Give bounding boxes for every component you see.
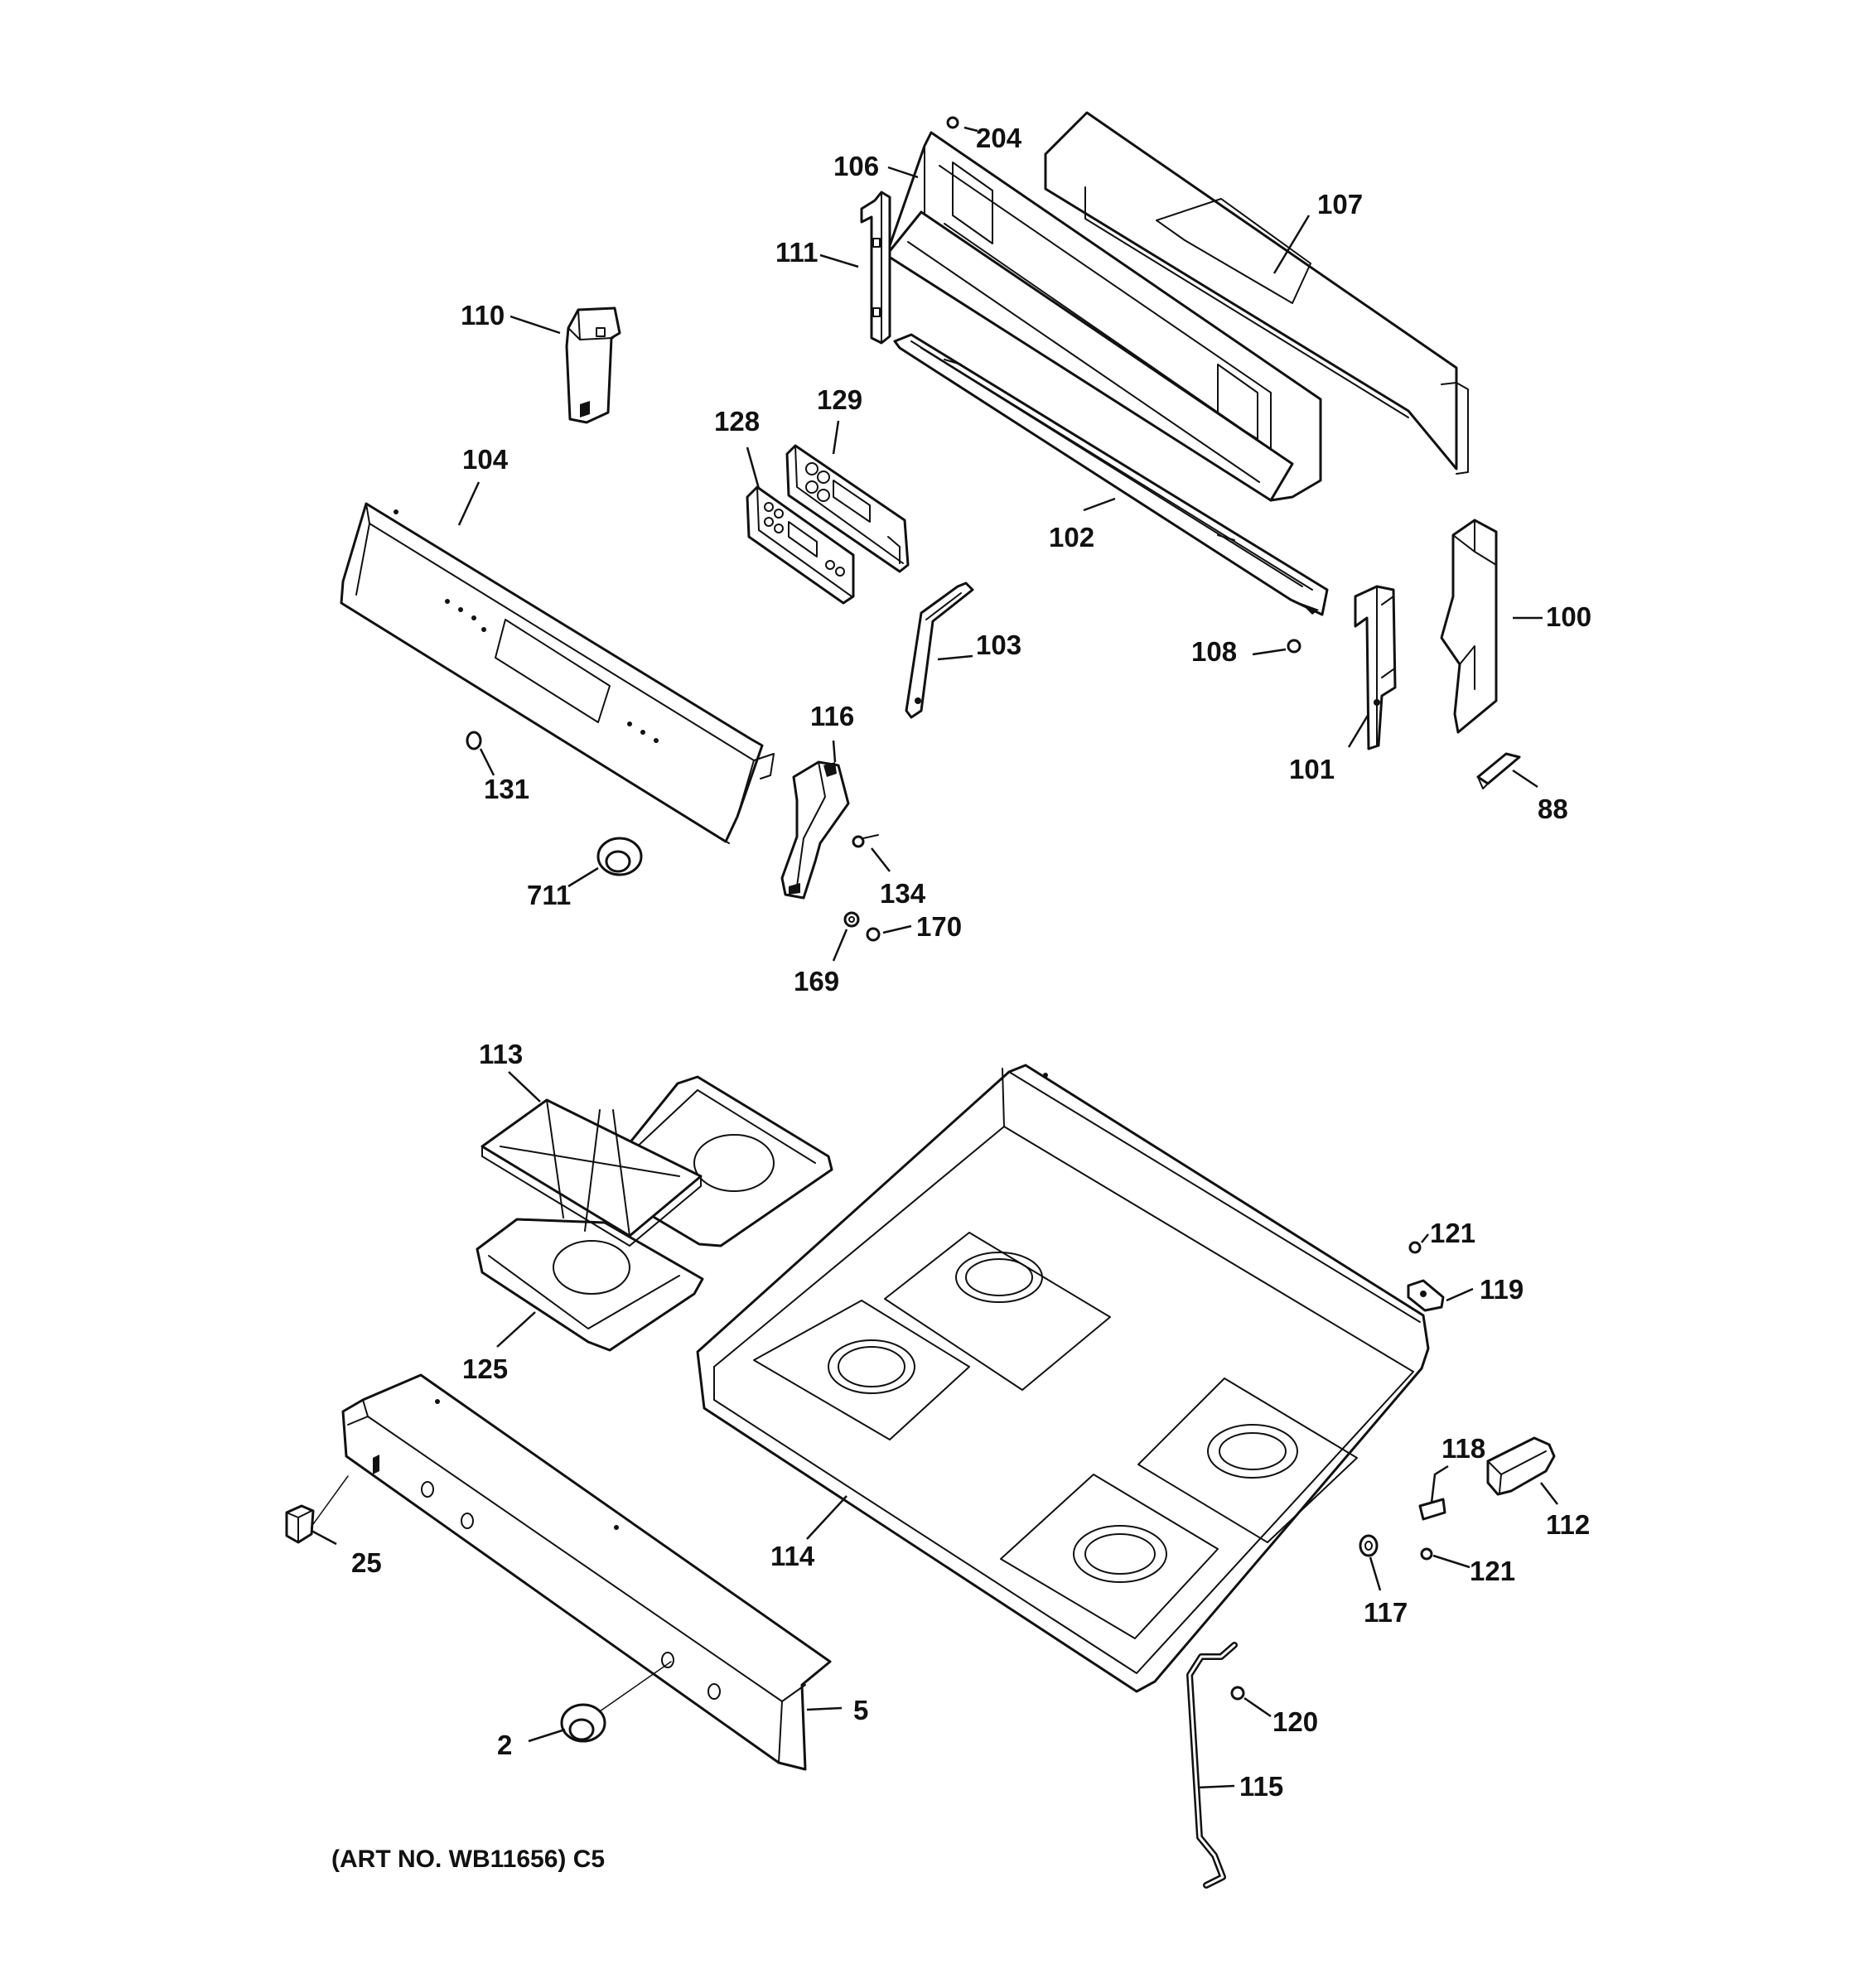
part-114-cooktop	[696, 1064, 1430, 1693]
label-116: 116	[810, 701, 854, 731]
label-128: 128	[714, 406, 760, 437]
label-102: 102	[1049, 522, 1094, 552]
part-115-support-rod	[1186, 1642, 1238, 1889]
label-88: 88	[1538, 794, 1568, 824]
part-5-manifold-panel	[341, 1373, 832, 1771]
part-104-control-panel	[340, 502, 775, 844]
part-102-channel	[893, 333, 1329, 616]
label-113: 113	[479, 1039, 523, 1069]
part-128-faceplate	[746, 485, 855, 605]
part-113-grate	[480, 1098, 703, 1247]
label-2: 2	[497, 1730, 512, 1760]
part-112-hinge	[1486, 1436, 1556, 1496]
part-120-screw	[1230, 1686, 1245, 1701]
part-110-module	[565, 306, 621, 424]
part-119-hinge	[1407, 1279, 1445, 1312]
art-number-caption: (ART NO. WB11656) C5	[331, 1846, 605, 1873]
label-104: 104	[462, 444, 509, 475]
label-108: 108	[1191, 636, 1237, 667]
label-112: 112	[1546, 1509, 1590, 1540]
part-711-knob	[596, 837, 643, 876]
part-labels: 204 106 107 111 110 128 129 104 102 103 …	[331, 123, 1591, 1873]
label-106: 106	[833, 151, 879, 181]
part-101-right-channel	[1354, 585, 1397, 750]
part-121-screw-upper	[1408, 1241, 1422, 1254]
label-119: 119	[1480, 1274, 1524, 1305]
part-100-right-bracket	[1440, 519, 1498, 734]
part-170-screw	[866, 927, 881, 942]
part-129-control-board	[785, 444, 910, 573]
label-101: 101	[1289, 754, 1335, 784]
part-204-screw	[946, 116, 959, 129]
label-120: 120	[1272, 1706, 1318, 1737]
part-131-cap	[466, 731, 482, 750]
part-169-nut	[843, 911, 860, 928]
label-118: 118	[1441, 1433, 1485, 1464]
part-134-screw	[852, 834, 879, 848]
part-111-left-bracket	[860, 191, 891, 345]
leader-lines	[311, 126, 1558, 1789]
label-111: 111	[775, 237, 818, 268]
part-88-spacer	[1476, 752, 1521, 789]
label-100: 100	[1546, 601, 1591, 632]
part-121-screw-lower	[1420, 1547, 1433, 1561]
label-121-upper: 121	[1430, 1218, 1475, 1248]
label-134: 134	[880, 878, 926, 909]
part-106-backguard-box	[885, 131, 1322, 502]
label-103: 103	[976, 630, 1021, 660]
label-169: 169	[794, 966, 839, 996]
part-108-screw	[1287, 639, 1301, 654]
label-121-lower: 121	[1470, 1556, 1515, 1586]
label-107: 107	[1317, 189, 1363, 220]
label-129: 129	[817, 384, 862, 415]
label-204: 204	[976, 123, 1022, 153]
label-170: 170	[916, 911, 962, 942]
part-103-bracket-bar	[905, 581, 974, 719]
part-25-clip	[285, 1504, 315, 1544]
label-110: 110	[461, 300, 505, 331]
label-117: 117	[1364, 1597, 1408, 1628]
part-107-rear-panel	[1044, 111, 1469, 475]
label-114: 114	[770, 1541, 815, 1571]
part-116-side-bracket	[780, 760, 850, 900]
part-118-hinge-pin	[1418, 1464, 1449, 1521]
part-117-nut	[1359, 1534, 1379, 1557]
label-711: 711	[527, 880, 571, 910]
label-125: 125	[462, 1353, 508, 1384]
part-2-knob	[560, 1703, 606, 1743]
label-25: 25	[351, 1547, 382, 1578]
label-5: 5	[853, 1695, 868, 1725]
label-115: 115	[1239, 1771, 1283, 1802]
label-131: 131	[484, 774, 529, 804]
